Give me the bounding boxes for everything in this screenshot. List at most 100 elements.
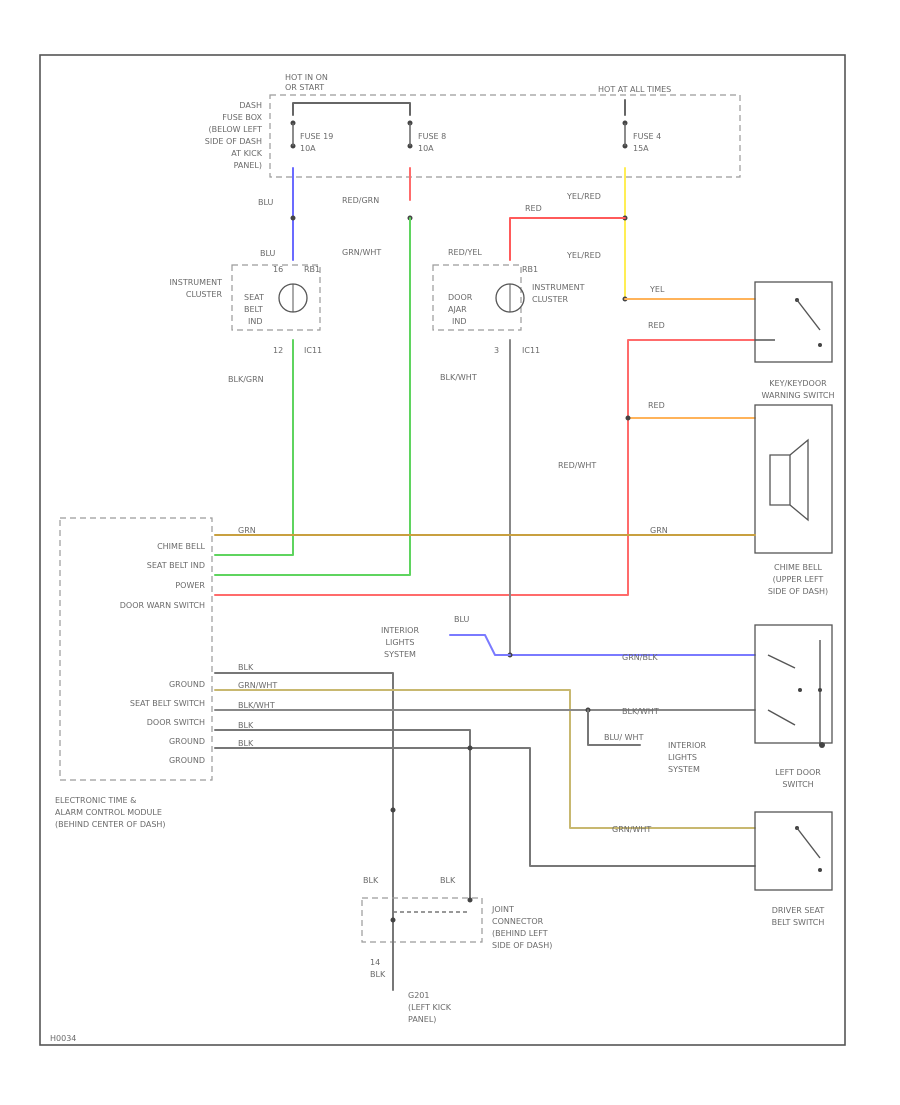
wire-label-blk-1: BLK	[238, 663, 254, 672]
cluster-right-label-2: CLUSTER	[532, 295, 569, 304]
wire-blk-ground-2	[214, 729, 471, 901]
wire-blk-ground-3	[214, 747, 756, 867]
wire-label-blu-2: BLU	[260, 249, 276, 258]
wire-label-blk-joint-1: BLK	[363, 876, 379, 885]
wire-label-grn-1: GRN	[238, 526, 256, 535]
svg-text:GROUND: GROUND	[169, 680, 205, 689]
cluster-left-label-1: INSTRUMENT	[169, 278, 222, 287]
wire-label-red-chime: RED	[648, 401, 665, 410]
diagram-frame	[39, 54, 846, 1046]
cluster-right-label-1: INSTRUMENT	[532, 283, 585, 292]
svg-text:10A: 10A	[418, 144, 434, 153]
pin-ic11-right: IC11	[522, 346, 540, 355]
svg-text:CONNECTOR: CONNECTOR	[492, 917, 544, 926]
svg-text:(BELOW LEFT: (BELOW LEFT	[209, 125, 263, 134]
door-ajar-indicator: DOOR AJAR IND	[448, 283, 525, 326]
svg-text:DOOR: DOOR	[448, 293, 473, 302]
seat-belt-indicator: SEAT BELT IND	[244, 283, 308, 326]
svg-text:(BEHIND CENTER OF DASH): (BEHIND CENTER OF DASH)	[55, 820, 166, 829]
cluster-left-outline	[231, 264, 321, 331]
wire-grn-wht-seat	[214, 689, 756, 829]
svg-text:DASH: DASH	[239, 101, 262, 110]
ground-g201: G201 (LEFT KICK PANEL)	[408, 991, 452, 1024]
svg-text:JOINT: JOINT	[491, 905, 514, 914]
cluster-right-outline	[432, 264, 522, 331]
wire-label-yel-red-2: YEL/RED	[566, 251, 601, 260]
svg-text:G201: G201	[408, 991, 429, 1000]
wire-grn-wht	[214, 217, 411, 576]
wire-label-blk-wht-3: BLK/WHT	[622, 707, 659, 716]
fuse-box-outline	[269, 94, 741, 178]
svg-text:INTERIOR: INTERIOR	[381, 626, 420, 635]
svg-text:PANEL): PANEL)	[234, 161, 262, 170]
wire-blu-interior	[449, 634, 511, 656]
svg-text:15A: 15A	[633, 144, 649, 153]
svg-text:POWER: POWER	[175, 581, 205, 590]
svg-text:CHIME BELL: CHIME BELL	[157, 542, 205, 551]
fuse-4: FUSE 4 15A	[622, 120, 661, 153]
svg-text:PANEL): PANEL)	[408, 1015, 436, 1024]
module-pins-bottom: GROUND SEAT BELT SWITCH DOOR SWITCH GROU…	[130, 680, 205, 765]
pin-3: 3	[494, 346, 499, 355]
svg-text:GROUND: GROUND	[169, 756, 205, 765]
svg-text:BELT SWITCH: BELT SWITCH	[772, 918, 825, 927]
svg-text:FUSE 4: FUSE 4	[633, 132, 661, 141]
hot-run-bus	[292, 102, 411, 116]
module-title: ELECTRONIC TIME & ALARM CONTROL MODULE (…	[55, 796, 166, 829]
svg-text:DOOR SWITCH: DOOR SWITCH	[147, 718, 205, 727]
fuse-19: FUSE 19 10A	[290, 120, 333, 153]
interior-lights-2: INTERIOR LIGHTS SYSTEM	[668, 741, 707, 774]
joint-connector-outline	[361, 897, 483, 943]
fuse-box-location: DASH FUSE BOX (BELOW LEFT SIDE OF DASH A…	[205, 101, 263, 170]
wire-label-yel-red-1: YEL/RED	[566, 192, 601, 201]
pin-12: 12	[273, 346, 283, 355]
wire-red-wht	[214, 339, 756, 596]
wire-label-grn-blk: GRN/BLK	[622, 653, 658, 662]
wire-label-blu-interior: BLU	[454, 615, 470, 624]
wire-label-red-grn: RED/GRN	[342, 196, 379, 205]
wire-blk-grn	[214, 339, 294, 556]
svg-text:SEAT: SEAT	[244, 293, 264, 302]
module-pins-top: CHIME BELL SEAT BELT IND POWER DOOR WARN…	[120, 542, 206, 610]
module-outline	[59, 517, 213, 781]
wire-label-blu-wht-1: BLU/ WHT	[604, 733, 644, 742]
cluster-left-label-2: CLUSTER	[186, 290, 223, 299]
left-door-switch: LEFT DOOR SWITCH	[754, 624, 833, 789]
pin-rb1-left: RB1	[304, 265, 320, 274]
wire-blu-wht	[587, 709, 641, 746]
fuse-8: FUSE 8 10A	[407, 120, 446, 153]
wire-label-blk-wht: BLK/WHT	[440, 373, 477, 382]
svg-text:ALARM CONTROL MODULE: ALARM CONTROL MODULE	[55, 808, 162, 817]
svg-text:FUSE BOX: FUSE BOX	[222, 113, 262, 122]
wire-label-red-top: RED	[525, 204, 542, 213]
diagram-code: H0034	[50, 1034, 76, 1043]
svg-text:SIDE OF DASH: SIDE OF DASH	[205, 137, 262, 146]
wire-label-blu-1: BLU	[258, 198, 274, 207]
wire-red-top	[509, 217, 626, 261]
svg-text:IND: IND	[248, 317, 263, 326]
svg-text:SIDE OF DASH): SIDE OF DASH)	[492, 941, 552, 950]
svg-text:ELECTRONIC TIME &: ELECTRONIC TIME &	[55, 796, 136, 805]
svg-text:CHIME BELL: CHIME BELL	[774, 563, 822, 572]
svg-text:LIGHTS: LIGHTS	[668, 753, 697, 762]
svg-text:IND: IND	[452, 317, 467, 326]
wire-label-yel: YEL	[649, 285, 665, 294]
svg-text:AT KICK: AT KICK	[231, 149, 262, 158]
svg-text:LIGHTS: LIGHTS	[386, 638, 415, 647]
svg-text:SWITCH: SWITCH	[782, 780, 813, 789]
svg-text:LEFT DOOR: LEFT DOOR	[775, 768, 821, 777]
svg-text:KEY/KEYDOOR: KEY/KEYDOOR	[769, 379, 827, 388]
pin-14: 14	[370, 958, 380, 967]
wire-label-blk-joint-2: BLK	[440, 876, 456, 885]
svg-text:WARNING SWITCH: WARNING SWITCH	[762, 391, 835, 400]
svg-text:INTERIOR: INTERIOR	[668, 741, 707, 750]
svg-text:SYSTEM: SYSTEM	[384, 650, 416, 659]
svg-text:SYSTEM: SYSTEM	[668, 765, 700, 774]
svg-text:(UPPER LEFT: (UPPER LEFT	[773, 575, 824, 584]
wire-label-blk-2: BLK	[238, 721, 254, 730]
wire-label-grn-wht-2: GRN/WHT	[612, 825, 651, 834]
hot-all-label: HOT AT ALL TIMES	[598, 85, 671, 94]
wire-blk-ground-1	[214, 672, 394, 901]
wire-label-red-wht: RED/WHT	[558, 461, 596, 470]
